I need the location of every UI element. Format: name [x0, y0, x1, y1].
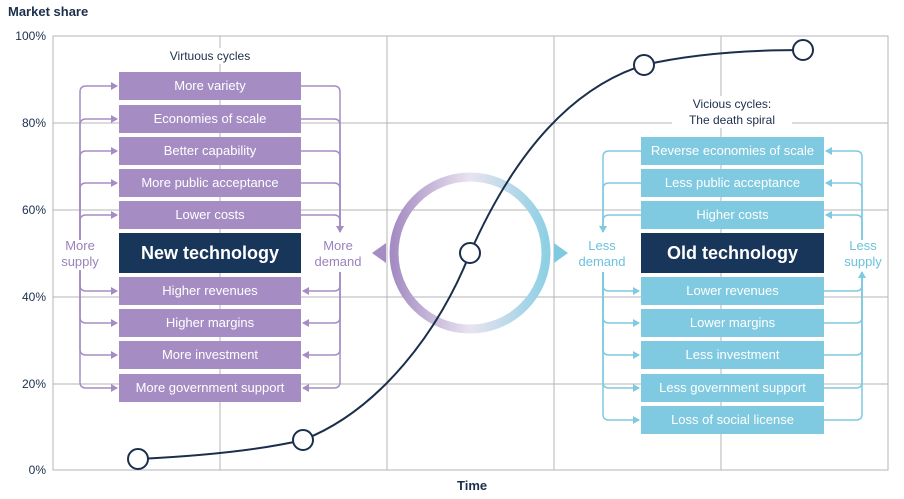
- demand-line: [301, 214, 344, 233]
- virtuous-item: More public acceptance: [119, 169, 301, 197]
- caption-line: Vicious cycles:: [692, 97, 772, 111]
- y-tick: 0%: [28, 463, 46, 477]
- more-demand-label: More demand: [312, 238, 364, 270]
- side-label-line: supply: [61, 254, 99, 269]
- vicious-item: Higher costs: [641, 201, 824, 229]
- vicious-item: Less government support: [641, 374, 824, 402]
- side-label-line: Less: [588, 238, 616, 253]
- virtuous-item: Higher margins: [119, 309, 301, 337]
- less-demand-line: [602, 182, 641, 232]
- demand-line: [301, 85, 341, 232]
- less-supply-line: [824, 272, 863, 356]
- vicious-item: Less public acceptance: [641, 169, 824, 197]
- virtuous-item: Lower costs: [119, 201, 301, 229]
- virtuous-item: More variety: [119, 72, 301, 100]
- curve-point: [633, 54, 655, 76]
- virtuous-item: More government support: [119, 374, 301, 402]
- caption-line: The death spiral: [688, 113, 776, 127]
- supply-arrow: [79, 179, 118, 240]
- supply-arrow: [79, 115, 118, 240]
- virtuous-item: Economies of scale: [119, 105, 301, 133]
- vicious-item: Reverse economies of scale: [641, 137, 824, 165]
- less-supply-line: [824, 272, 863, 389]
- side-label-line: demand: [314, 254, 362, 269]
- less-supply-line: [824, 272, 863, 421]
- more-supply-label: More supply: [56, 238, 104, 270]
- less-supply-arrow: [825, 179, 863, 240]
- less-demand-line: [599, 214, 641, 233]
- side-label-line: More: [65, 238, 95, 253]
- less-demand-arrow: [602, 272, 640, 424]
- y-tick: 40%: [21, 290, 46, 304]
- virtuous-cycle-arrows: [79, 82, 344, 392]
- side-label-line: More: [323, 238, 353, 253]
- y-tick: 100%: [15, 29, 46, 43]
- demand-line: [301, 182, 341, 232]
- demand-line: [301, 150, 341, 232]
- ring-arrow-left: [372, 243, 386, 263]
- supply-arrow: [79, 147, 118, 240]
- x-axis-title: Time: [457, 478, 488, 493]
- vicious-caption: Vicious cycles: The death spiral: [672, 96, 792, 128]
- virtuous-item: Higher revenues: [119, 277, 301, 305]
- supply-arrow: [79, 270, 118, 359]
- less-supply-line: [824, 271, 866, 292]
- virtuous-item: Better capability: [119, 137, 301, 165]
- less-demand-line: [602, 150, 641, 232]
- plot-frame: [52, 35, 889, 471]
- vicious-cycle-arrows: [599, 147, 866, 424]
- side-label-line: Less: [849, 238, 877, 253]
- demand-arrow: [302, 272, 341, 392]
- supply-arrow: [79, 211, 118, 240]
- y-tick: 80%: [21, 116, 46, 130]
- curve-point: [459, 242, 481, 264]
- curve-point: [127, 448, 149, 470]
- side-label-line: supply: [844, 254, 882, 269]
- less-demand-arrow: [602, 272, 640, 295]
- y-axis-title: Market share: [8, 4, 89, 19]
- side-label-line: demand: [578, 254, 626, 269]
- cycle-ring: [372, 172, 568, 334]
- vicious-item: Lower revenues: [641, 277, 824, 305]
- less-supply-arrow: [825, 211, 863, 240]
- curve-points: [127, 39, 814, 470]
- vicious-item: Loss of social license: [641, 406, 824, 434]
- curve-point: [292, 429, 314, 451]
- old-technology-box: Old technology: [641, 233, 824, 273]
- vicious-item: Lower margins: [641, 309, 824, 337]
- less-supply-arrow: [825, 147, 863, 240]
- ring-arrow-right: [554, 243, 568, 263]
- virtuous-item: More investment: [119, 341, 301, 369]
- y-tick: 60%: [21, 203, 46, 217]
- demand-arrow: [302, 272, 341, 359]
- vicious-item: Less investment: [641, 341, 824, 369]
- virtuous-caption: Virtuous cycles: [150, 48, 270, 64]
- less-supply-label: Less supply: [838, 238, 888, 270]
- new-technology-box: New technology: [119, 233, 301, 273]
- supply-arrow: [79, 270, 118, 392]
- y-tick: 20%: [21, 377, 46, 391]
- less-demand-arrow: [602, 272, 640, 359]
- demand-arrow: [302, 272, 341, 295]
- demand-line: [301, 118, 341, 232]
- curve-point: [792, 39, 814, 61]
- supply-arrow: [79, 270, 118, 295]
- less-demand-label: Less demand: [574, 238, 630, 270]
- supply-arrow: [79, 82, 118, 240]
- less-demand-arrow: [602, 272, 640, 392]
